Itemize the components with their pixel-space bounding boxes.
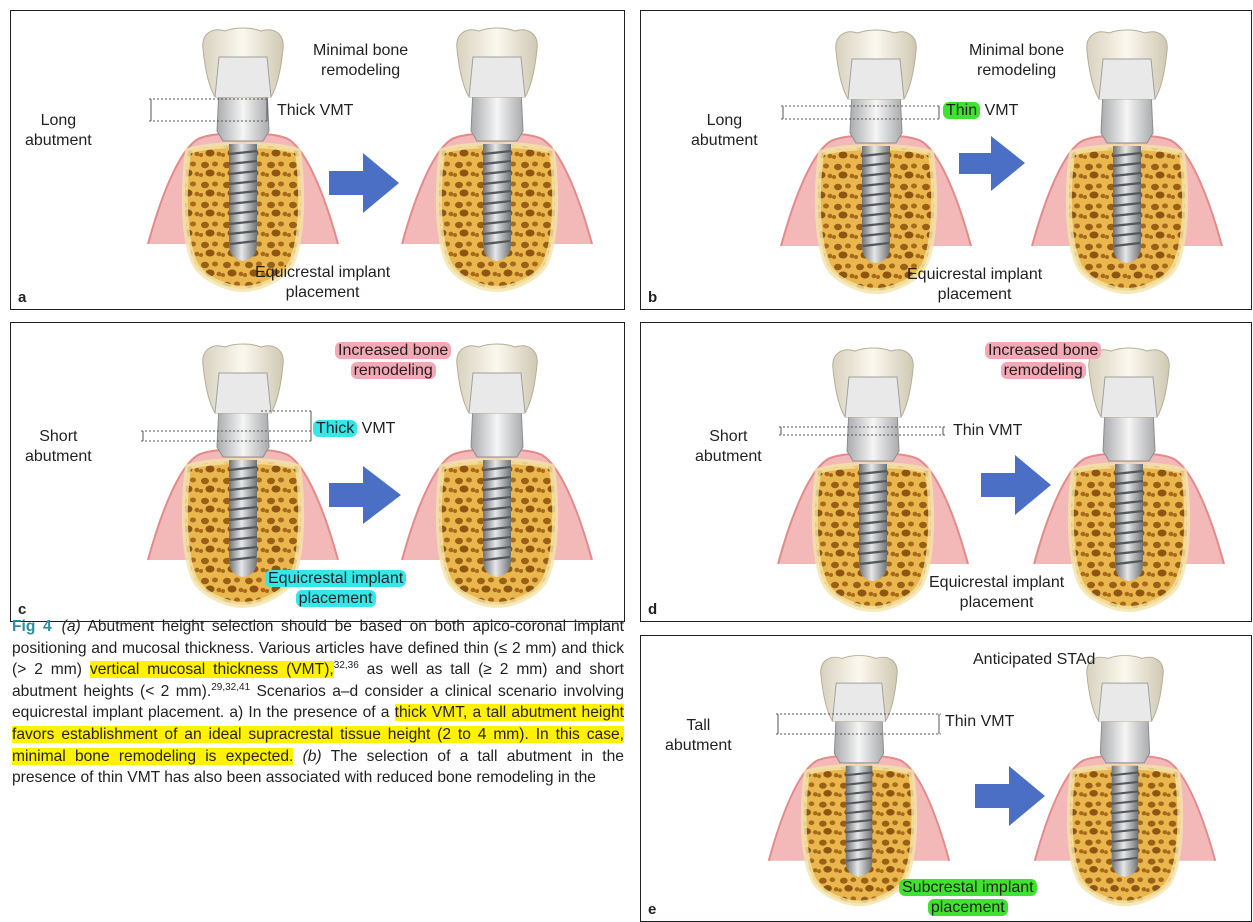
arrow-icon xyxy=(975,766,1045,826)
arrow-icon xyxy=(329,153,399,213)
panel-letter: a xyxy=(18,289,26,306)
panel-letter: e xyxy=(648,901,656,918)
remodeling-label: Minimal bone remodeling xyxy=(313,41,408,81)
remodeling-label: Anticipated STAd xyxy=(973,650,1095,670)
vmt-label: Thick VMT xyxy=(313,419,395,439)
arrow-icon xyxy=(329,466,401,524)
vmt-highlight: Thick xyxy=(313,420,357,437)
figure-panel-d: Short abutment Increased bone remodeling… xyxy=(640,322,1252,622)
panel-letter: d xyxy=(648,601,657,618)
abutment-label: Long abutment xyxy=(691,111,758,151)
figure-caption: Fig 4(a) Abutment height selection shoul… xyxy=(12,616,624,789)
placement-label: Subcrestal implant placement xyxy=(899,878,1037,918)
remodeling-label: Increased bone remodeling xyxy=(335,341,451,381)
abutment-label: Short abutment xyxy=(695,427,762,467)
vmt-label: Thin VMT xyxy=(945,712,1014,732)
abutment-label: Long abutment xyxy=(25,111,92,151)
abutment-label: Short abutment xyxy=(25,427,92,467)
figure-panel-c: Short abutment Increased bone remodeling… xyxy=(10,322,625,622)
vmt-label: Thin VMT xyxy=(943,101,1018,121)
figure-panel-e: Tall abutment Anticipated STAd Thin VMT … xyxy=(640,635,1252,922)
arrow-icon xyxy=(981,455,1051,515)
placement-label: Equicrestal implant placement xyxy=(929,573,1064,613)
vmt-highlight: Thin xyxy=(943,102,980,119)
figure-panel-a: Long abutment Minimal bone remodeling Th… xyxy=(10,10,625,310)
abutment-label: Tall abutment xyxy=(665,716,732,756)
arrow-icon xyxy=(959,136,1025,191)
panel-letter: b xyxy=(648,289,657,306)
placement-label: Equicrestal implant placement xyxy=(255,263,390,303)
remodeling-label: Minimal bone remodeling xyxy=(969,41,1064,81)
placement-label: Equicrestal implant placement xyxy=(265,569,406,609)
remodeling-label: Increased bone remodeling xyxy=(985,341,1101,381)
vmt-label: Thin VMT xyxy=(953,421,1022,441)
caption-highlight: vertical mucosal thickness (VMT), xyxy=(90,661,334,678)
figure-number: Fig 4 xyxy=(12,618,52,635)
placement-label: Equicrestal implant placement xyxy=(907,265,1042,305)
vmt-label: Thick VMT xyxy=(277,101,353,121)
figure-panel-b: Long abutment Minimal bone remodeling Th… xyxy=(640,10,1252,310)
